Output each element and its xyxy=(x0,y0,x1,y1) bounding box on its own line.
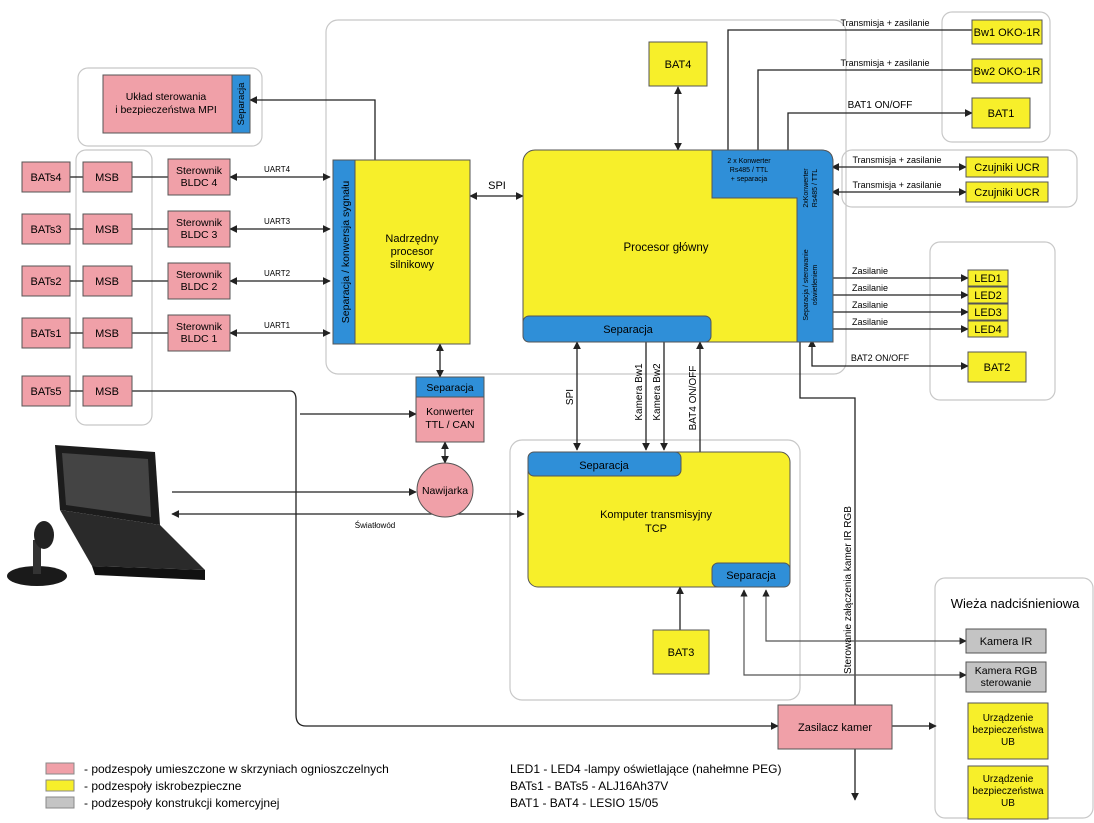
tcp-sep-br: Separacja xyxy=(726,570,776,582)
main-sep: Separacja xyxy=(603,324,653,336)
label-bat4-onoff: BAT4 ON/OFF xyxy=(688,366,699,431)
label-uart2: UART2 xyxy=(264,269,291,278)
bat1: BAT1 xyxy=(988,108,1015,120)
nawijarka: Nawijarka xyxy=(422,485,468,497)
bat3: BAT3 xyxy=(668,647,695,659)
bw1: Bw1 OKO-1R xyxy=(974,27,1041,39)
legend-red: - podzespoły umieszczone w skrzyniach og… xyxy=(84,762,389,776)
label-kam-bw2: Kamera Bw2 xyxy=(652,363,663,421)
link-bw1 xyxy=(728,30,972,160)
label-zas2: Zasilanie xyxy=(852,283,888,293)
laptop-icon xyxy=(55,445,205,580)
label-spi-h: SPI xyxy=(488,180,506,192)
link-bw2 xyxy=(758,70,972,160)
label-zas4: Zasilanie xyxy=(852,317,888,327)
cam-ir: Kamera IR xyxy=(980,636,1033,648)
label-bat2-onoff: BAT2 ON/OFF xyxy=(851,353,910,363)
msb1: MSB xyxy=(95,328,119,340)
mpi-sep: Separacja xyxy=(236,82,247,125)
led2: LED2 xyxy=(974,290,1002,302)
legend: - podzespoły umieszczone w skrzyniach og… xyxy=(46,762,781,810)
label-trans2: Transmisja + zasilanie xyxy=(841,58,930,68)
label-uart4: UART4 xyxy=(264,165,291,174)
tower-title: Wieża nadciśnieniowa xyxy=(951,596,1080,611)
label-trans1: Transmisja + zasilanie xyxy=(841,18,930,28)
msb2: MSB xyxy=(95,276,119,288)
bats3: BATs3 xyxy=(31,224,62,236)
bats2: BATs2 xyxy=(31,276,62,288)
legend-note-3: BAT1 - BAT4 - LESIO 15/05 xyxy=(510,796,659,810)
legend-yellow: - podzespoły iskrobezpieczne xyxy=(84,779,242,793)
bw2: Bw2 OKO-1R xyxy=(974,66,1041,78)
label-trans3: Transmisja + zasilanie xyxy=(853,155,942,165)
label-uart3: UART3 xyxy=(264,217,291,226)
ucr2: Czujniki UCR xyxy=(974,187,1039,199)
msb4: MSB xyxy=(95,172,119,184)
msb3: MSB xyxy=(95,224,119,236)
link-cam-ir xyxy=(766,590,966,641)
led1: LED1 xyxy=(974,273,1002,285)
ucr1: Czujniki UCR xyxy=(974,162,1039,174)
link-motor-mpi xyxy=(250,100,375,160)
legend-note-2: BATs1 - BATs5 - ALJ16Ah37V xyxy=(510,779,668,793)
zasilacz: Zasilacz kamer xyxy=(798,722,872,734)
led3: LED3 xyxy=(974,307,1002,319)
label-zas3: Zasilanie xyxy=(852,300,888,310)
bats5: BATs5 xyxy=(31,386,62,398)
label-swiatlowod: Światłowód xyxy=(355,521,395,530)
led4: LED4 xyxy=(974,324,1002,336)
joystick-icon xyxy=(7,521,67,586)
legend-gray: - podzespoły konstrukcji komercyjnej xyxy=(84,796,279,810)
motor-sep: Separacja / konwersja sygnału xyxy=(340,181,352,324)
legend-note-1: LED1 - LED4 -lampy oświetlające (nahełmn… xyxy=(510,762,781,776)
label-zas1: Zasilanie xyxy=(852,266,888,276)
label-bat1-onoff: BAT1 ON/OFF xyxy=(848,100,913,111)
ttlcan-sep: Separacja xyxy=(426,382,473,394)
msb5: MSB xyxy=(95,386,119,398)
bat2: BAT2 xyxy=(984,362,1011,374)
bats1: BATs1 xyxy=(31,328,62,340)
label-uart1: UART1 xyxy=(264,321,291,330)
label-kam-bw1: Kamera Bw1 xyxy=(634,363,645,421)
main-proc: Procesor główny xyxy=(623,242,708,254)
label-spi-v: SPI xyxy=(565,389,576,405)
bats4: BATs4 xyxy=(31,172,62,184)
label-ster-kamer: Sterowanie załączenia kamer IR RGB xyxy=(843,506,854,674)
label-trans4: Transmisja + zasilanie xyxy=(853,180,942,190)
tcp-sep-top: Separacja xyxy=(579,460,629,472)
bat4: BAT4 xyxy=(665,59,692,71)
